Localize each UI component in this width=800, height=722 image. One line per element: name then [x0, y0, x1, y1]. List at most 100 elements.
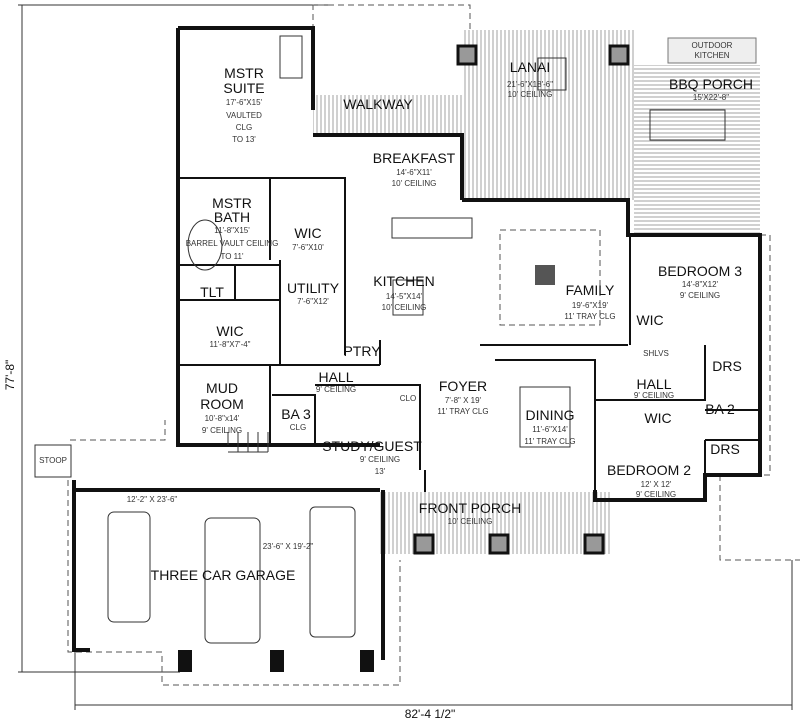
room-tlt: TLT: [200, 284, 224, 300]
svg-text:BEDROOM 3: BEDROOM 3: [658, 263, 742, 279]
room-shelves: SHLVS: [643, 349, 669, 358]
room-bbq-porch: BBQ PORCH 15'X22'-8": [669, 76, 753, 102]
room-walkway: WALKWAY: [343, 96, 413, 112]
svg-text:WIC: WIC: [216, 323, 243, 339]
svg-text:KITCHEN: KITCHEN: [373, 273, 434, 289]
room-lanai: LANAI 21'-6"X18'-6" 10' CEILING: [507, 59, 553, 99]
svg-text:13': 13': [375, 467, 386, 476]
room-front-porch: FRONT PORCH 10' CEILING: [419, 500, 521, 526]
svg-text:BEDROOM 2: BEDROOM 2: [607, 462, 691, 478]
svg-text:11' TRAY CLG: 11' TRAY CLG: [437, 407, 488, 416]
room-bath-3: BA 3 CLG: [281, 406, 311, 432]
svg-text:12' X 12': 12' X 12': [641, 480, 672, 489]
svg-text:23'-6" X 19'-2": 23'-6" X 19'-2": [263, 542, 314, 551]
outdoor-kitchen-counter: [667, 37, 757, 64]
svg-text:LANAI: LANAI: [510, 59, 550, 75]
svg-text:9' CEILING: 9' CEILING: [316, 385, 356, 394]
svg-text:10'-8"x14': 10'-8"x14': [205, 414, 240, 423]
room-hall-right: HALL 9' CEILING: [634, 376, 674, 400]
svg-text:11'-8"X7'-4": 11'-8"X7'-4": [209, 340, 250, 349]
svg-text:DINING: DINING: [526, 407, 575, 423]
room-mstr-suite: MSTR SUITE 17'-6"X15' VAULTED CLG TO 13': [223, 65, 264, 144]
svg-text:9' CEILING: 9' CEILING: [680, 291, 720, 300]
svg-text:9' CEILING: 9' CEILING: [634, 391, 674, 400]
svg-text:14'-5"X14': 14'-5"X14': [386, 292, 423, 301]
columns: [413, 44, 630, 555]
svg-text:7'-8" X 19': 7'-8" X 19': [445, 396, 482, 405]
depth-dimension: 77'-8": [3, 360, 17, 391]
svg-text:MSTR: MSTR: [224, 65, 264, 81]
walkway-area: [313, 95, 463, 135]
room-mstr-bath: MSTR BATH 11'-8"X15' BARREL VAULT CEILIN…: [186, 195, 279, 261]
room-wic-lower: WIC 11'-8"X7'-4": [209, 323, 250, 349]
width-dimension: 82'-4 1/2": [405, 707, 456, 721]
svg-text:9' CEILING: 9' CEILING: [636, 490, 676, 499]
lanai-area: [462, 30, 634, 200]
svg-text:OUTDOOR: OUTDOOR: [692, 41, 733, 50]
svg-text:10' CEILING: 10' CEILING: [508, 90, 553, 99]
svg-text:ROOM: ROOM: [200, 396, 244, 412]
svg-text:7'-6"X10': 7'-6"X10': [292, 243, 324, 252]
room-stoop: STOOP: [39, 456, 67, 465]
svg-text:TO 11': TO 11': [220, 252, 243, 261]
svg-text:STUDY/GUEST: STUDY/GUEST: [322, 438, 422, 454]
room-dining: DINING 11'-6"X14' 11' TRAY CLG: [524, 407, 575, 446]
room-wic-bedroom-3: WIC: [636, 312, 663, 328]
svg-text:HALL: HALL: [318, 369, 353, 385]
room-study-guest: STUDY/GUEST 9' CEILING 13': [322, 438, 422, 476]
svg-text:11' TRAY CLG: 11' TRAY CLG: [564, 312, 615, 321]
svg-text:21'-6"X18'-6": 21'-6"X18'-6": [507, 80, 553, 89]
svg-text:HALL: HALL: [636, 376, 671, 392]
svg-text:7'-6"X12': 7'-6"X12': [297, 297, 329, 306]
room-breakfast: BREAKFAST 14'-6"X11' 10' CEILING: [373, 150, 456, 188]
furniture: [107, 35, 726, 644]
svg-text:CLG: CLG: [290, 423, 306, 432]
room-utility: UTILITY 7'-6"X12': [287, 280, 340, 306]
svg-text:12'-2" X 23'-6": 12'-2" X 23'-6": [127, 495, 178, 504]
room-hall-left: HALL 9' CEILING: [316, 369, 356, 394]
svg-text:MUD: MUD: [206, 380, 238, 396]
room-family: FAMILY 19'-6"X19' 11' TRAY CLG: [564, 282, 615, 321]
room-wic-master: WIC 7'-6"X10': [292, 225, 324, 252]
svg-text:BATH: BATH: [214, 209, 250, 225]
svg-text:10' CEILING: 10' CEILING: [448, 517, 493, 526]
svg-text:11' TRAY CLG: 11' TRAY CLG: [524, 437, 575, 446]
svg-text:VAULTED: VAULTED: [226, 111, 262, 120]
svg-text:BREAKFAST: BREAKFAST: [373, 150, 456, 166]
room-kitchen: KITCHEN 14'-5"X14' 10' CEILING: [373, 273, 434, 312]
room-garage: THREE CAR GARAGE 12'-2" X 23'-6" 23'-6" …: [127, 495, 314, 583]
svg-text:KITCHEN: KITCHEN: [694, 51, 729, 60]
svg-text:BBQ PORCH: BBQ PORCH: [669, 76, 753, 92]
room-bedroom-3: BEDROOM 3 14'-8"X12' 9' CEILING: [658, 263, 742, 300]
svg-text:FRONT PORCH: FRONT PORCH: [419, 500, 521, 516]
svg-text:17'-6"X15': 17'-6"X15': [226, 98, 263, 107]
room-mud-room: MUD ROOM 10'-8"x14' 9' CEILING: [200, 380, 244, 435]
svg-text:SUITE: SUITE: [223, 80, 264, 96]
svg-text:11'-6"X14': 11'-6"X14': [532, 425, 568, 434]
svg-text:TO 13': TO 13': [232, 135, 256, 144]
svg-text:10' CEILING: 10' CEILING: [382, 303, 427, 312]
room-bath-2: BA 2: [705, 401, 735, 417]
svg-text:14'-8"X12': 14'-8"X12': [682, 280, 719, 289]
svg-text:FAMILY: FAMILY: [566, 282, 615, 298]
room-wic-bedroom-2: WIC: [644, 410, 671, 426]
svg-text:BA 3: BA 3: [281, 406, 311, 422]
svg-text:WIC: WIC: [294, 225, 321, 241]
bbq-porch-area: [634, 65, 760, 235]
svg-text:9' CEILING: 9' CEILING: [202, 426, 242, 435]
svg-text:14'-6"X11': 14'-6"X11': [396, 168, 432, 177]
room-outdoor-kitchen: OUTDOOR KITCHEN: [692, 41, 733, 60]
svg-text:19'-6"X19': 19'-6"X19': [572, 301, 609, 310]
svg-text:BARREL VAULT CEILING: BARREL VAULT CEILING: [186, 239, 279, 248]
svg-text:9' CEILING: 9' CEILING: [360, 455, 400, 464]
svg-text:UTILITY: UTILITY: [287, 280, 340, 296]
svg-text:11'-8"X15': 11'-8"X15': [214, 226, 250, 235]
svg-text:MSTR: MSTR: [212, 195, 252, 211]
svg-text:15'X22'-8": 15'X22'-8": [693, 93, 729, 102]
svg-text:THREE CAR GARAGE: THREE CAR GARAGE: [151, 567, 296, 583]
svg-text:CLG: CLG: [236, 123, 252, 132]
room-bedroom-2: BEDROOM 2 12' X 12' 9' CEILING: [607, 462, 691, 499]
svg-text:FOYER: FOYER: [439, 378, 487, 394]
room-closet: CLO: [400, 394, 416, 403]
